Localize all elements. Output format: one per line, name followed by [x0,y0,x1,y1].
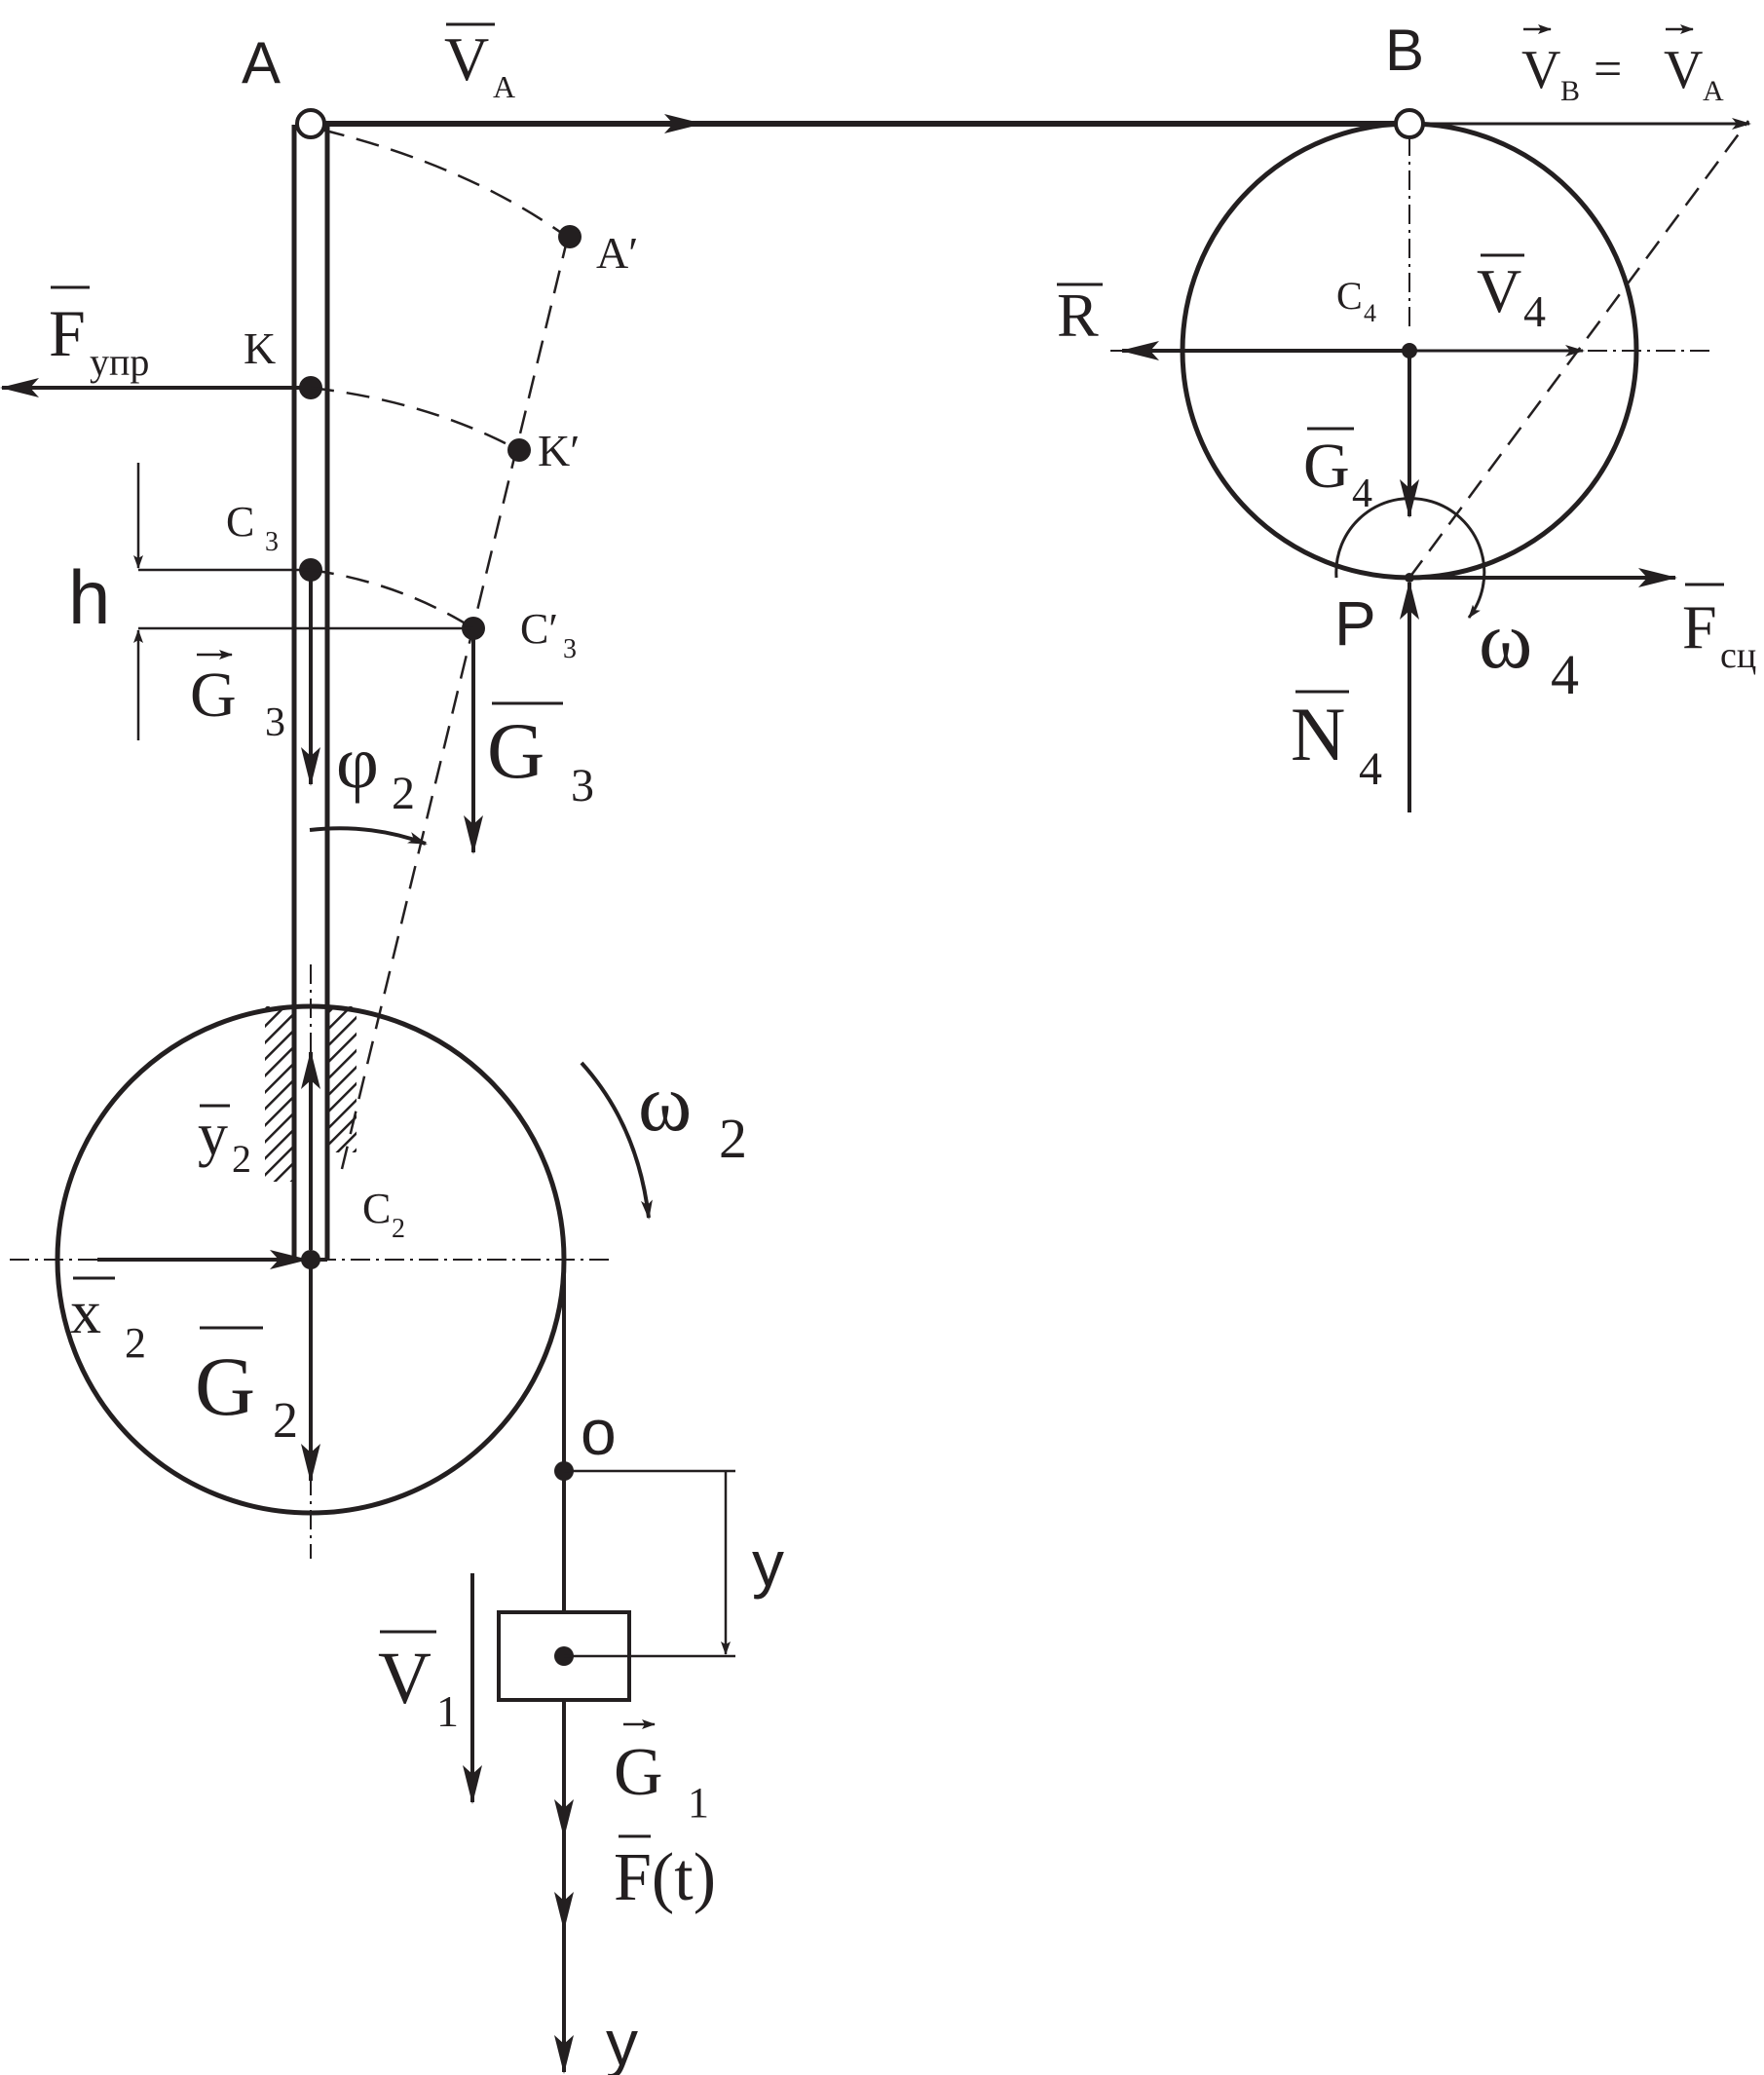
point-a-prime-label: A′ [596,228,638,278]
svg-text:=: = [1594,42,1622,97]
svg-text:2: 2 [125,1319,146,1367]
y-axis-label: y [606,2007,638,2075]
v-b-equals-v-a-label: V B = V A [1521,24,1724,107]
svg-text:G: G [487,706,544,795]
h-dimension [133,463,473,740]
svg-text:1: 1 [688,1779,709,1827]
f-sc-label: F сц [1682,583,1756,676]
point-b-label: B [1385,18,1424,83]
point-c4-label: C 4 [1336,274,1376,327]
point-c3-label: C 3 [226,498,279,557]
svg-text:2: 2 [232,1137,251,1181]
load-1 [463,1260,735,2074]
svg-text:G: G [195,1339,255,1433]
svg-text:ω: ω [638,1058,692,1149]
phi2-arc [309,826,428,846]
v-a-label: V A [444,22,515,104]
svg-text:3: 3 [265,527,279,557]
f-upr-label: F упр [49,285,149,384]
svg-text:4: 4 [1352,472,1372,516]
r-label: R [1057,281,1103,350]
svg-text:G: G [1303,431,1350,502]
svg-text:V: V [1477,256,1521,325]
svg-text:2: 2 [392,1214,405,1244]
svg-text:2: 2 [392,768,415,819]
svg-text:V: V [444,24,489,94]
f-t-label: F(t) [614,1834,716,1915]
omega-4-label: ω 4 [1479,595,1579,706]
point-a-label: A [242,30,281,95]
point-k-label: K [244,323,276,373]
y-dimension-label: y [752,1528,784,1600]
svg-text:C: C [1336,274,1363,318]
svg-text:C: C [362,1185,391,1232]
svg-text:x: x [70,1277,101,1346]
svg-text:C: C [226,498,254,546]
svg-text:4: 4 [1364,299,1376,327]
svg-text:V: V [378,1638,432,1719]
g3-right-label: G 3 [487,701,594,811]
svg-text:A: A [1703,75,1724,107]
svg-text:ω: ω [1479,595,1532,686]
svg-text:F: F [1682,592,1717,661]
n-4-label: N 4 [1291,690,1382,795]
svg-text:3: 3 [571,760,594,811]
omega-2-label: ω 2 [638,1058,747,1170]
svg-text:сц: сц [1720,635,1756,676]
svg-text:V: V [1664,40,1703,100]
svg-text:A: A [493,69,515,104]
wheel-2 [10,964,653,1559]
svg-text:F(t): F(t) [614,1840,716,1915]
v-4-label: V 4 [1477,253,1546,336]
g-1-label: G 1 [614,1719,709,1827]
svg-text:3: 3 [563,634,577,664]
svg-text:G: G [614,1735,663,1810]
y-2-label: y 2 [198,1102,251,1181]
h-label: h [68,554,110,640]
svg-text:B: B [1560,75,1580,107]
svg-text:упр: упр [90,340,149,384]
svg-text:4: 4 [1359,743,1382,795]
x-2-label: x 2 [70,1276,146,1367]
svg-text:φ: φ [336,722,379,804]
phi-2-label: φ 2 [336,722,415,819]
svg-text:2: 2 [273,1393,298,1449]
wheel-4 [1110,108,1751,812]
svg-text:C′: C′ [520,605,558,653]
svg-text:N: N [1291,692,1345,776]
point-c3-prime-label: C′ 3 [520,605,577,664]
svg-text:2: 2 [719,1107,747,1170]
v-1-label: V 1 [378,1630,459,1736]
svg-text:y: y [198,1102,228,1168]
svg-text:F: F [49,296,86,370]
svg-text:1: 1 [436,1686,459,1736]
svg-text:4: 4 [1551,643,1579,706]
g-2-label: G 2 [195,1326,298,1449]
point-o-label: o [581,1396,617,1468]
svg-text:3: 3 [265,700,285,745]
svg-text:4: 4 [1523,286,1546,336]
svg-text:G: G [190,660,237,731]
g3-left-label: G 3 [190,650,285,745]
point-k-prime-label: K′ [538,426,580,475]
svg-text:V: V [1521,40,1560,100]
g-4-label: G 4 [1303,427,1372,516]
point-p-label: P [1334,588,1376,659]
svg-text:R: R [1057,281,1099,350]
point-c2-label: C 2 [362,1185,405,1244]
